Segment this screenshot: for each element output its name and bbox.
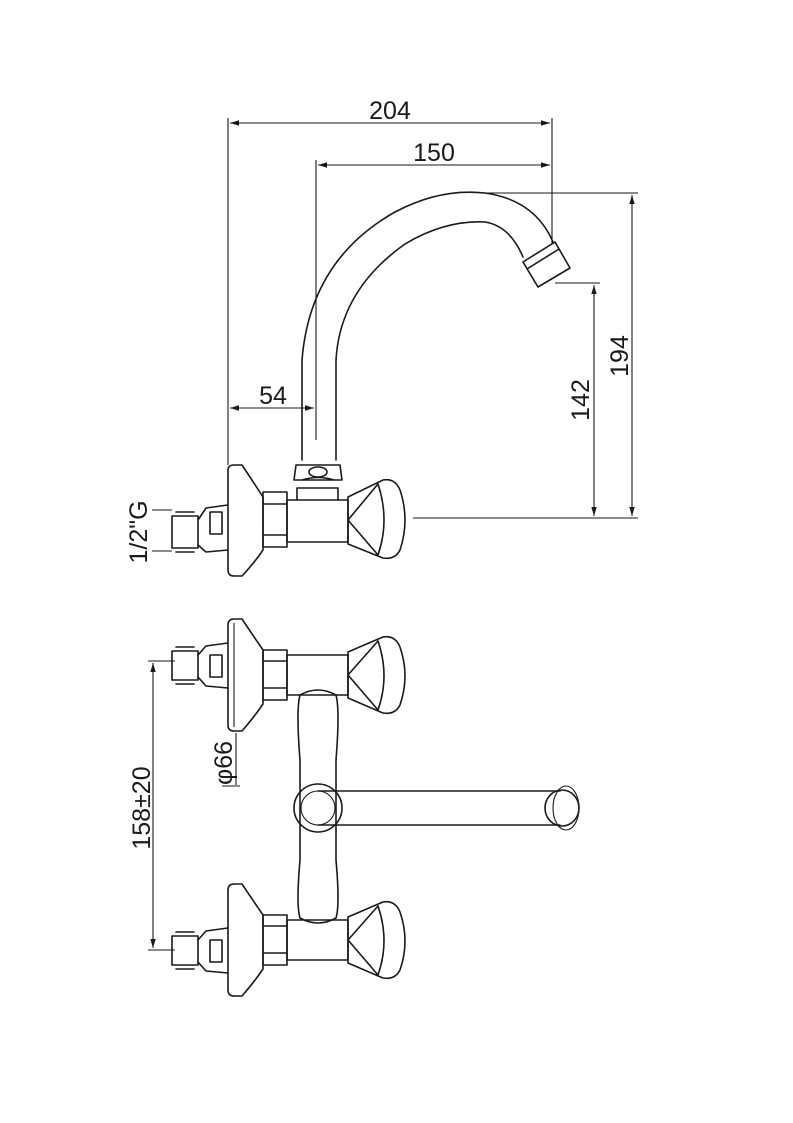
dim-total-height: 194: [606, 335, 634, 377]
eccentric-arm: [197, 504, 229, 553]
aerator: [522, 241, 571, 288]
inlet-thread: [171, 511, 199, 553]
upper-valve: [171, 618, 406, 732]
dim-thread: 1/2"G: [125, 500, 153, 563]
dim-overall-width: 204: [369, 97, 411, 125]
coupling-nut: [308, 466, 328, 478]
arm-window: [209, 511, 223, 535]
mixer-body: [297, 689, 339, 924]
dim-flange-diameter: φ66: [210, 741, 238, 785]
dim-spout-reach: 150: [413, 139, 455, 167]
side-view: [171, 191, 571, 577]
spout-tube: [301, 191, 554, 461]
dim-wall-to-spout: 54: [259, 382, 287, 410]
hex-nut: [262, 491, 288, 548]
spout-top: [317, 790, 561, 826]
spout-coupling: [293, 464, 343, 501]
wall-flange: [227, 464, 264, 577]
front-dimensions: 158±20 φ66: [128, 660, 240, 951]
dim-center-distance: 158±20: [128, 766, 156, 849]
valve-handle: [347, 478, 406, 560]
valve-body: [286, 499, 349, 543]
dim-outlet-height: 142: [567, 379, 595, 421]
front-view: [171, 618, 580, 997]
side-dimensions: 204 150 54 142 194 1/2"G: [125, 97, 638, 564]
lower-valve: [171, 883, 406, 997]
spout-swivel: [293, 783, 343, 833]
